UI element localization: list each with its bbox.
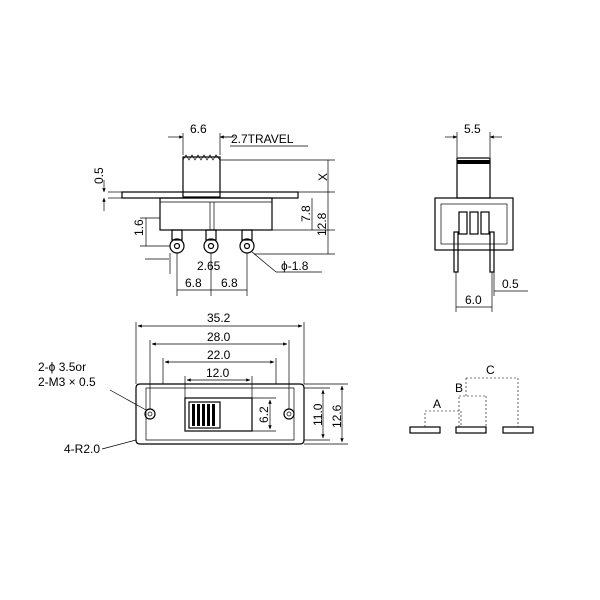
note-radius: 4-R2.0 (64, 442, 100, 456)
contact-view: A B C (409, 363, 534, 434)
dim-x: X (316, 173, 330, 181)
side-actuator-knurl (182, 154, 221, 161)
top-plate (135, 383, 305, 445)
dim-plate-height: 12.6 (330, 404, 344, 428)
contact-label-a: A (433, 397, 441, 411)
dim-body-length: 22.0 (207, 348, 231, 362)
top-actuator-ribs (192, 404, 215, 426)
dim-pin-diameter: ϕ-1.8 (281, 259, 309, 273)
dim-hole-pitch: 28.0 (207, 330, 231, 344)
dim-pin-offset: 2.65 (197, 259, 221, 273)
dim-travel: 2.7TRAVEL (231, 132, 294, 146)
contact-pad-center (455, 426, 487, 434)
dim-pin-pitch-left: 6.8 (185, 276, 202, 290)
side-view: 6.6 2.7TRAVEL 0.5 X 7.8 12.8 1.6 2.65 (92, 122, 335, 296)
side-pin-center (203, 238, 219, 254)
side-pins (169, 229, 255, 254)
end-pin-right (489, 231, 495, 273)
note-holes-line2: 2-M3 × 0.5 (38, 375, 96, 389)
note-holes-line1: 2-ϕ 3.5or (38, 360, 86, 374)
dim-slot-height: 6.2 (257, 406, 271, 423)
contact-pad-left (409, 426, 441, 434)
end-dim-pin-thickness: 0.5 (502, 277, 519, 291)
top-actuator (188, 401, 221, 429)
dim-pin-pitch-right: 6.8 (221, 276, 238, 290)
end-dim-actuator-width: 5.5 (464, 122, 481, 136)
dim-slot-length: 12.0 (206, 366, 230, 380)
contact-label-b: B (455, 381, 463, 395)
dim-actuator-width: 6.6 (190, 122, 207, 136)
side-pin-right (239, 238, 255, 254)
dim-length-total: 35.2 (207, 311, 231, 325)
top-slot (184, 397, 253, 432)
top-view: 35.2 28.0 22.0 12.0 6.2 11.0 12.6 2-ϕ 3.… (38, 311, 348, 456)
end-view: 5.5 6.0 0.5 (434, 122, 528, 312)
top-hole-left (144, 408, 156, 420)
side-body (159, 197, 273, 231)
end-pin-left (453, 231, 459, 273)
dim-pin-length: 1.6 (132, 219, 146, 236)
dim-body-height-top: 11.0 (311, 403, 325, 426)
top-hole-right (283, 408, 295, 420)
side-actuator (182, 156, 221, 198)
end-dim-pin-spacing: 6.0 (465, 293, 482, 307)
end-body (434, 197, 514, 251)
contact-label-c: C (486, 363, 495, 377)
dim-top-offset: 0.5 (92, 167, 106, 184)
side-pin-left (169, 238, 185, 254)
dim-body-height: 7.8 (299, 205, 313, 222)
contact-pad-right (502, 426, 534, 434)
dim-total-height: 12.8 (315, 212, 329, 236)
